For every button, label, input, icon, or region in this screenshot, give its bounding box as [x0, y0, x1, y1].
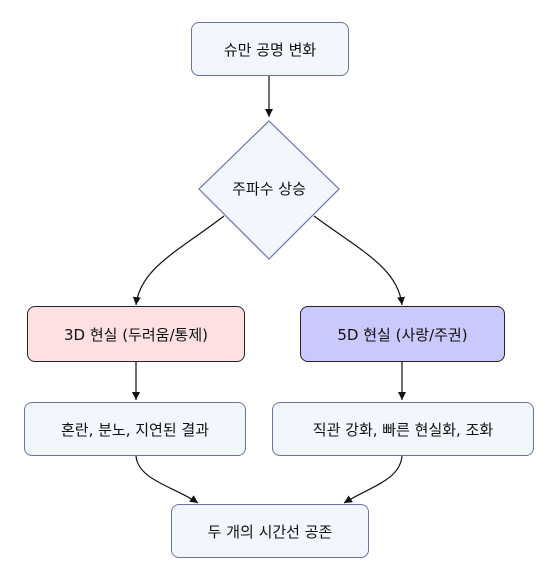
node-start: 슈만 공명 변화 — [191, 22, 349, 76]
node-decision-label: 주파수 상승 — [232, 179, 306, 198]
node-5d-reality: 5D 현실 (사랑/주권) — [300, 306, 505, 362]
node-end: 두 개의 시간선 공존 — [171, 504, 369, 558]
edge-harmony-to-end — [343, 455, 403, 504]
node-chaos-result: 혼란, 분노, 지연된 결과 — [24, 402, 246, 456]
edge-decision-to-5d — [313, 215, 406, 306]
edge-chaos-to-end — [135, 455, 199, 504]
decision-diamond — [198, 120, 340, 260]
node-harmony-result: 직관 강화, 빠른 현실화, 조화 — [272, 402, 534, 456]
node-3d-reality: 3D 현실 (두려움/통제) — [27, 306, 245, 362]
edge-decision-to-3d — [132, 215, 225, 306]
